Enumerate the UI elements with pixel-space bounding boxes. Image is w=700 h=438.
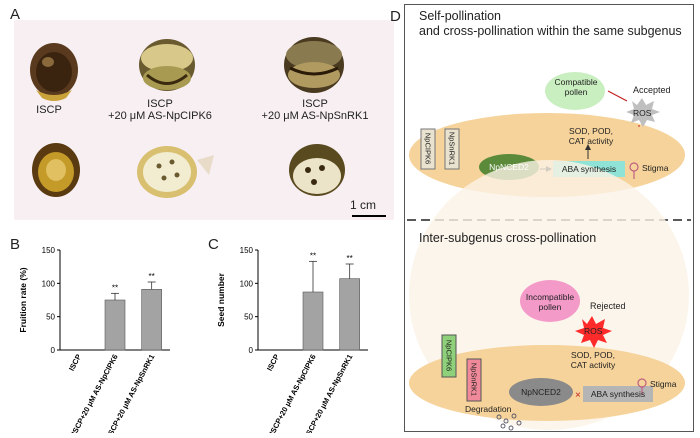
panel-letter-a: A: [10, 6, 21, 23]
nced2-label-bottom: NpNCED2: [521, 387, 561, 397]
chart-b-xtick-label-0: ISCP: [67, 353, 83, 373]
compatible-pollen-label: Compatible pollen: [554, 77, 598, 97]
chart-b-bar-2: [141, 289, 162, 351]
aba-label-top: ABA synthesis: [561, 164, 617, 174]
chart-b-ytick-label-3: 150: [42, 246, 56, 255]
top-title-line2: and cross-pollination within the same su…: [419, 24, 682, 38]
caption-iscp: ISCP: [36, 104, 62, 116]
chart-b-sig-1: **: [112, 283, 118, 292]
chart-c-bar-1: [302, 291, 324, 351]
chart-c-ylabel: Seed number: [216, 272, 226, 327]
snrk1-label-bottom: NpSnRK1: [469, 362, 479, 397]
ros-label-bottom: ROS: [584, 326, 603, 336]
flower-cipk6-section-image: [137, 146, 214, 198]
block-mark-bottom: ×: [575, 390, 581, 401]
scale-bar-label: 1 cm: [350, 198, 377, 212]
flower-photos: [30, 37, 386, 217]
panel-letter-d: D: [390, 8, 401, 25]
chart-c-sig-2: **: [347, 254, 353, 263]
flower-cipk6-top-image: [139, 39, 195, 91]
flower-snrk1-top-image: [284, 37, 344, 93]
nced2-label-top: NpNCED2: [489, 162, 529, 172]
ros-burst-bottom: [575, 316, 612, 348]
chart-b-ylabel: Fruition rate (%): [18, 267, 28, 332]
top-title-line1: Self-pollination: [419, 9, 501, 23]
degradation-particles: [496, 413, 522, 431]
accepted-label: Accepted: [633, 85, 671, 95]
aba-box-bottom: [583, 386, 653, 402]
flower-iscp-section-image: [32, 143, 80, 197]
chart-b-ytick-label-0: 0: [51, 346, 56, 355]
snrk1-rod-bottom: [466, 358, 482, 402]
bottom-title: Inter-subgenus cross-pollination: [419, 231, 597, 245]
compatible-pollen: [545, 72, 605, 110]
flower-iscp-top-image: [30, 43, 78, 101]
chart-b-bar-1: [104, 299, 126, 351]
panel-letter-c: C: [208, 236, 219, 253]
flower-snrk1-section-image: [289, 144, 345, 196]
snrk1-rod-top: [444, 128, 460, 170]
degradation-label: Degradation: [465, 404, 512, 414]
enzymes-label-bottom: SOD, POD, CAT activity: [570, 350, 616, 370]
chart-c-sig-1: **: [310, 251, 316, 260]
accepted-inhibit-arrow: [607, 90, 628, 102]
enzymes-label-top: SOD, POD, CAT activity: [568, 126, 614, 146]
flower-photo-panel: [14, 20, 394, 220]
rejected-label: Rejected: [590, 301, 626, 311]
chart-b-ytick-label-1: 50: [46, 313, 55, 322]
model-diagram: × Self-pollination and cross-pollination…: [404, 4, 694, 432]
cipk6-label-top: NpCIPK6: [423, 132, 433, 165]
stigma-icon-bottom: [637, 378, 647, 395]
cipk6-label-bottom: NpCIPK6: [444, 339, 454, 372]
nced2-blob-bottom: [509, 378, 573, 406]
caption-cipk6: ISCP +20 μM AS-NpCIPK6: [108, 98, 212, 122]
cipk6-rod-top: [420, 128, 436, 170]
ros-label-top: ROS: [633, 108, 652, 118]
chart-c-ytick-label-2: 100: [240, 279, 254, 288]
chart-c-xtick-label-0: ISCP: [265, 353, 281, 373]
stigma-icon-top: [629, 162, 639, 179]
snrk1-label-top: NpSnRK1: [447, 131, 457, 166]
chart-b-ytick-label-2: 100: [42, 279, 56, 288]
incompatible-pollen: [520, 280, 580, 322]
incompatible-pollen-label: Incompatible pollen: [525, 292, 575, 312]
chart-c-ytick-label-3: 150: [240, 246, 254, 255]
stigma-label-bottom: Stigma: [650, 379, 677, 389]
ros-burst-top: [626, 98, 660, 127]
chart-c-bar-2: [339, 278, 360, 351]
stigma-label-top: Stigma: [642, 163, 669, 173]
aba-label-bottom: ABA synthesis: [590, 389, 646, 399]
caption-snrk1: ISCP +20 μM AS-NpSnRK1: [261, 98, 369, 122]
chart-b-sig-2: **: [149, 272, 155, 281]
panel-letter-b: B: [10, 236, 21, 253]
chart-c-ytick-label-1: 50: [244, 313, 253, 322]
cipk6-rod-bottom: [441, 334, 457, 378]
chart-c-ytick-label-0: 0: [249, 346, 254, 355]
